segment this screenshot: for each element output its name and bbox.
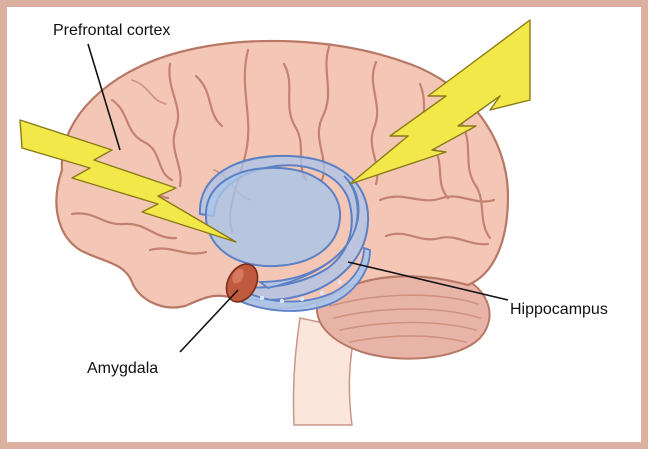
fornix-arc — [257, 175, 360, 289]
brainstem — [292, 317, 357, 426]
amygdala-leader-line — [179, 289, 239, 353]
lightning-bolt-icon — [19, 119, 237, 243]
prefrontal-leader-line — [87, 43, 121, 151]
hippocampus-highlights — [259, 279, 343, 304]
hippocampus — [228, 246, 371, 312]
cerebellum-folds — [329, 294, 481, 343]
hippocampus-leader-line — [347, 261, 509, 301]
hippocampus-label: Hippocampus — [510, 301, 608, 318]
thalamus-region — [204, 166, 342, 268]
prefrontal-cortex-label: Prefrontal cortex — [53, 22, 170, 39]
amygdala-label: Amygdala — [87, 360, 158, 377]
lightning-bolt-icon — [349, 19, 531, 185]
amygdala-highlight — [232, 268, 244, 284]
